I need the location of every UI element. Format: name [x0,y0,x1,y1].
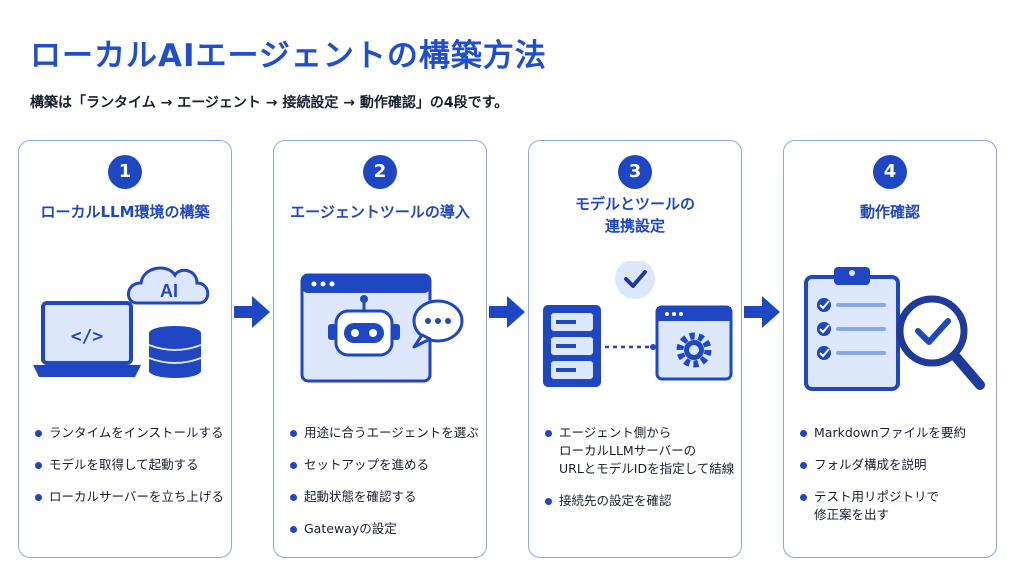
step-card-2: 2 エージェントツールの導入 用途に合うエージェントを選ぶ セットアップを進める… [273,140,487,558]
laptop-database-illustration: AI </> [33,266,210,378]
step-title-line: ローカルLLM環境の構築 [40,203,210,221]
step-title-line: 連携設定 [604,217,665,235]
step-title: 動作確認 [784,201,996,223]
bullet-item: 起動状態を確認する [288,488,478,506]
database-icon [148,326,202,378]
bullet-item: Gatewayの設定 [288,520,478,538]
ai-cloud-icon: AI [127,266,210,305]
bullet-item: モデルを取得して起動する [33,456,223,474]
step-number-badge: 1 [108,155,142,189]
step-number-badge: 4 [873,155,907,189]
step-title-line: エージェントツールの導入 [290,203,470,221]
checklist-magnifier-illustration [804,267,985,391]
bullet-item: Markdownファイルを要約 [798,424,988,442]
step-card-4: 4 動作確認 Markdownファイルを要約 フォルダ構成を説明 テスト用リポジ… [783,140,997,558]
step-title-line: モデルとツールの [574,195,695,213]
magnifier-check-icon [896,295,985,390]
arrow-right-icon [234,296,270,328]
code-icon: </> [71,326,104,347]
step-number-badge: 2 [363,155,397,189]
step-bullet-list: Markdownファイルを要約 フォルダ構成を説明 テスト用リポジトリで 修正案… [798,424,988,538]
bullet-item: 用途に合うエージェントを選ぶ [288,424,479,442]
connection-line [605,344,656,350]
bullet-item: テスト用リポジトリで 修正案を出す [798,488,988,524]
step-card-1: 1 ローカルLLM環境の構築 AI </> ランタイムをインストールする モデル… [18,140,232,558]
step-title: モデルとツールの 連携設定 [529,193,741,237]
bullet-item: ランタイムをインストールする [33,424,224,442]
arrow-right-icon [489,296,525,328]
robot-icon [328,295,400,357]
check-circle-icon [615,261,655,299]
bullet-item: フォルダ構成を説明 [798,456,988,474]
clipboard-checklist-icon [804,267,900,391]
bullet-item: エージェント側から ローカルLLMサーバーの URLとモデルIDを指定して結線 [543,424,734,478]
bullet-item: セットアップを進める [288,456,478,474]
robot-window-illustration [300,273,464,383]
step-title: ローカルLLM環境の構築 [19,201,231,223]
server-icon [543,305,601,387]
page-subtitle: 構築は「ランタイム → エージェント → 接続設定 → 動作確認」の4段です。 [30,95,509,111]
bullet-item: 接続先の設定を確認 [543,492,733,510]
arrow-right-icon [744,296,780,328]
step-bullet-list: エージェント側から ローカルLLMサーバーの URLとモデルIDを指定して結線 … [543,424,734,524]
laptop-icon: </> [33,301,141,377]
step-title-line: 動作確認 [859,203,920,221]
bullet-item: ローカルサーバーを立ち上げる [33,488,224,506]
gear-icon [676,332,712,368]
server-gear-illustration [543,261,733,387]
page-title: ローカルAIエージェントの構築方法 [30,38,547,74]
step-number-badge: 3 [618,155,652,189]
step-title: エージェントツールの導入 [274,201,486,223]
step-bullet-list: 用途に合うエージェントを選ぶ セットアップを進める 起動状態を確認する Gate… [288,424,479,552]
step-bullet-list: ランタイムをインストールする モデルを取得して起動する ローカルサーバーを立ち上… [33,424,224,520]
ai-cloud-label: AI [160,281,178,301]
step-card-3: 3 モデルとツールの 連携設定 [528,140,742,558]
chat-bubble-icon [412,299,464,349]
